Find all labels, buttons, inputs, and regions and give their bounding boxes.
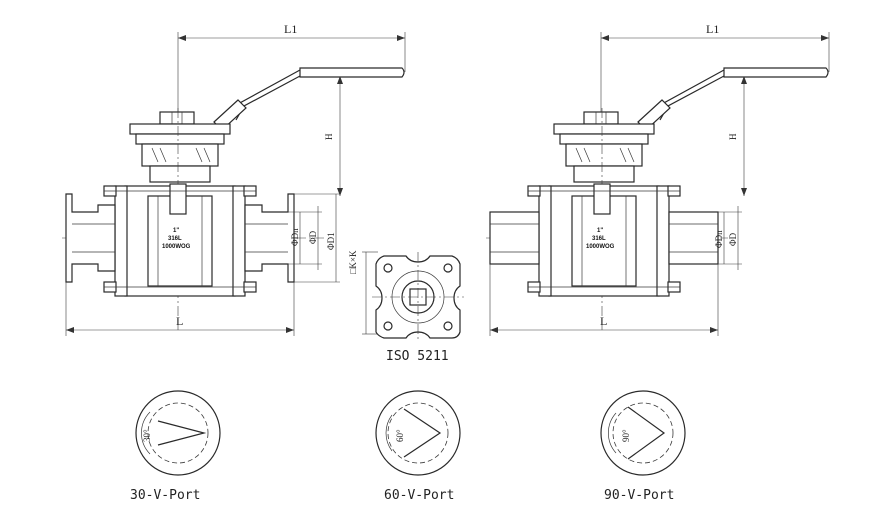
vport-90-outer [600, 390, 686, 476]
r-left-weld-end [489, 211, 540, 265]
r-l1-label: L1 [706, 22, 719, 36]
vport-90: 90° 90-V-Port [600, 390, 686, 503]
bonnet [141, 143, 219, 167]
r-right-weld-end [668, 211, 719, 265]
vport-30-outer [135, 390, 221, 476]
lever-grip [299, 67, 405, 78]
vport-60-caption: 60-V-Port [384, 488, 454, 503]
mounting-pad [129, 123, 231, 135]
l-label: L [176, 314, 183, 328]
right-end-flange [232, 185, 246, 297]
vport-60-outer [375, 390, 461, 476]
left-end-flange [114, 185, 128, 297]
r-dn-label: ΦDn [714, 230, 724, 248]
stem-nut [159, 111, 195, 125]
vport-90-angle: 90° [621, 429, 631, 442]
vport-30-notch [157, 420, 207, 446]
r-d-label: ΦD [728, 232, 738, 246]
r-l-label: L [600, 314, 607, 328]
left-valve: L1 H [62, 22, 406, 336]
d1-label: ΦD1 [326, 232, 336, 250]
vport-90-notch [627, 406, 666, 460]
body-mark-material: 316L [168, 236, 182, 242]
d-label: ΦD [308, 230, 318, 244]
iso-side-label: □K×K [348, 250, 358, 274]
right-valve: L1 H 1" 316L [486, 22, 830, 336]
vport-30-caption: 30-V-Port [130, 488, 200, 503]
vport-60: 60° 60-V-Port [375, 390, 461, 503]
vport-30-angle: 30° [142, 429, 152, 442]
iso-caption: ISO 5211 [386, 349, 449, 364]
r-h-label: H [728, 133, 738, 140]
r-lever-grip [723, 67, 829, 78]
vport-90-caption: 90-V-Port [604, 488, 674, 503]
vport-60-notch [403, 408, 442, 458]
iso-pad-view: □K×K ISO 5211 [348, 250, 464, 364]
vport-30: 30° 30-V-Port [130, 390, 221, 503]
body-mark-pressure: 1000WOG [162, 244, 191, 250]
r-body-mark-size: 1" [597, 228, 603, 234]
r-body-mark-material: 316L [592, 236, 606, 242]
body-mark-size: 1" [173, 228, 179, 234]
r-body-mark-pressure: 1000WOG [586, 244, 615, 250]
l1-label: L1 [284, 22, 297, 36]
r-mounting-pad [553, 123, 655, 135]
dn-label: ΦDn [290, 228, 300, 246]
right-clamp-ferrule [244, 193, 295, 283]
left-clamp-ferrule [65, 193, 116, 283]
h-label: H [324, 133, 334, 140]
vport-60-angle: 60° [395, 429, 405, 442]
